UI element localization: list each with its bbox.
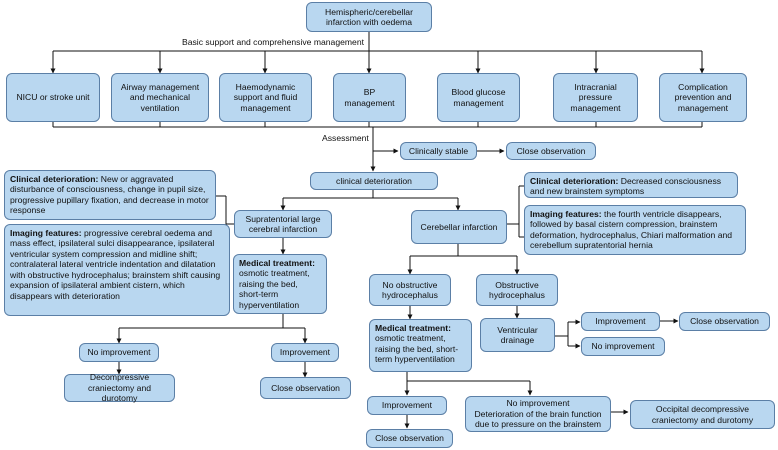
occipital-decompression-box: Occipital decompressive craniectomy and … bbox=[630, 400, 775, 429]
management-label: Blood glucose management bbox=[451, 87, 506, 108]
management-box-intracranial: Intracranial pressure management bbox=[553, 73, 638, 122]
cerebellar-improvement-box: Improvement bbox=[367, 396, 447, 415]
cerebellar-no-improvement-line1: No improvement bbox=[506, 398, 570, 409]
clinical-deterioration-box: clinical deterioration bbox=[310, 172, 438, 190]
basic-support-label: Basic support and comprehensive manageme… bbox=[182, 37, 365, 47]
cerebellar-medical-box: Medical treatment: osmotic treatment, ra… bbox=[369, 319, 472, 372]
supratentorial-improvement-text: Improvement bbox=[279, 347, 331, 358]
supratentorial-surgery-text: Decompressive craniectomy and durotomy bbox=[87, 372, 152, 404]
obstructive-hydrocephalus-box: Obstructive hydrocephalus bbox=[476, 274, 558, 306]
supratentorial-no-improvement-box: No improvement bbox=[79, 343, 159, 362]
supratentorial-clinical-text: New or aggravated disturbance of conscio… bbox=[10, 174, 209, 216]
cerebellar-infarction-box: Cerebellar infarction bbox=[411, 210, 507, 244]
drainage-improvement-text: Improvement bbox=[595, 316, 646, 327]
management-box-blood-glucose: Blood glucose management bbox=[437, 73, 520, 122]
title-box: Hemispheric/cerebellar infarction with o… bbox=[306, 2, 432, 32]
management-box-airway: Airway management and mechanical ventila… bbox=[111, 73, 209, 122]
management-label: Intracranial pressure management bbox=[570, 81, 621, 113]
supratentorial-clinical-box: Clinical deterioration: New or aggravate… bbox=[4, 170, 216, 220]
cerebellar-medical-text: osmotic treatment, raising the bed, shor… bbox=[375, 333, 459, 365]
management-box-bp: BP management bbox=[333, 73, 406, 122]
management-label: NICU or stroke unit bbox=[16, 92, 90, 103]
assessment-label: Assessment bbox=[322, 133, 369, 143]
clinically-stable-text: Clinically stable bbox=[408, 145, 469, 156]
cerebellar-medical-heading: Medical treatment: bbox=[375, 323, 451, 333]
close-observation-box: Close observation bbox=[506, 142, 596, 160]
drainage-improvement-box: Improvement bbox=[581, 312, 660, 331]
supratentorial-infarction-box: Supratentorial large cerebral infarction bbox=[234, 210, 332, 238]
supratentorial-imaging-text: progressive cerebral oedema and mass eff… bbox=[10, 228, 221, 301]
supratentorial-medical-text: osmotic treatment, raising the bed, shor… bbox=[239, 268, 310, 310]
ventricular-drainage-text: Ventricular drainage bbox=[497, 324, 538, 345]
cerebellar-close-observation-text: Close observation bbox=[375, 433, 444, 444]
no-obstructive-hydrocephalus-box: No obstructive hydrocephalus bbox=[369, 274, 451, 306]
management-label: Haemodynamic support and fluid managemen… bbox=[233, 81, 298, 113]
supratentorial-medical-box: Medical treatment: osmotic treatment, ra… bbox=[233, 254, 327, 314]
cerebellar-infarction-text: Cerebellar infarction bbox=[420, 221, 498, 232]
drainage-close-observation-text: Close observation bbox=[690, 316, 759, 327]
cerebellar-imaging-heading: Imaging features: bbox=[530, 209, 602, 219]
cerebellar-close-observation-box: Close observation bbox=[366, 429, 453, 448]
supratentorial-imaging-box: Imaging features: progressive cerebral o… bbox=[4, 224, 230, 316]
obstructive-hydrocephalus-text: Obstructive hydrocephalus bbox=[489, 279, 545, 300]
management-box-nicu: NICU or stroke unit bbox=[6, 73, 100, 122]
supratentorial-imaging-heading: Imaging features: bbox=[10, 228, 82, 238]
cerebellar-clinical-heading: Clinical deterioration: bbox=[530, 176, 619, 186]
cerebellar-no-improvement-line2: Deterioration of the brain function due … bbox=[474, 408, 602, 430]
supratentorial-infarction-text: Supratentorial large cerebral infarction bbox=[245, 213, 321, 234]
cerebellar-imaging-text: the fourth ventricle disappears, followe… bbox=[530, 209, 733, 251]
management-box-haemodynamic: Haemodynamic support and fluid managemen… bbox=[219, 73, 312, 122]
supratentorial-no-improvement-text: No improvement bbox=[87, 347, 151, 358]
cerebellar-clinical-box: Clinical deterioration: Decreased consci… bbox=[524, 172, 738, 198]
supratentorial-close-observation-box: Close observation bbox=[260, 377, 351, 399]
drainage-no-improvement-text: No improvement bbox=[591, 341, 655, 352]
cerebellar-clinical-text: Decreased consciousness and new brainste… bbox=[530, 176, 722, 197]
ventricular-drainage-box: Ventricular drainage bbox=[480, 318, 555, 352]
management-box-complication: Complication prevention and management bbox=[659, 73, 747, 122]
occipital-decompression-text: Occipital decompressive craniectomy and … bbox=[651, 404, 754, 425]
management-label: Airway management and mechanical ventila… bbox=[120, 81, 200, 113]
management-label: BP management bbox=[344, 87, 395, 108]
cerebellar-improvement-text: Improvement bbox=[381, 400, 433, 411]
supratentorial-clinical-heading: Clinical deterioration: bbox=[10, 174, 99, 184]
clinical-deterioration-text: clinical deterioration bbox=[336, 175, 412, 186]
cerebellar-imaging-box: Imaging features: the fourth ventricle d… bbox=[524, 205, 746, 255]
close-observation-text: Close observation bbox=[516, 145, 586, 156]
drainage-close-observation-box: Close observation bbox=[679, 312, 770, 331]
supratentorial-surgery-box: Decompressive craniectomy and durotomy bbox=[64, 372, 175, 404]
title-text: Hemispheric/cerebellar infarction with o… bbox=[325, 6, 413, 27]
supratentorial-close-observation-text: Close observation bbox=[271, 382, 340, 393]
no-obstructive-hydrocephalus-text: No obstructive hydrocephalus bbox=[382, 279, 438, 300]
clinically-stable-box: Clinically stable bbox=[400, 142, 477, 160]
supratentorial-improvement-box: Improvement bbox=[271, 343, 339, 362]
drainage-no-improvement-box: No improvement bbox=[581, 337, 665, 356]
supratentorial-medical-heading: Medical treatment: bbox=[239, 258, 315, 268]
management-label: Complication prevention and management bbox=[674, 81, 732, 113]
